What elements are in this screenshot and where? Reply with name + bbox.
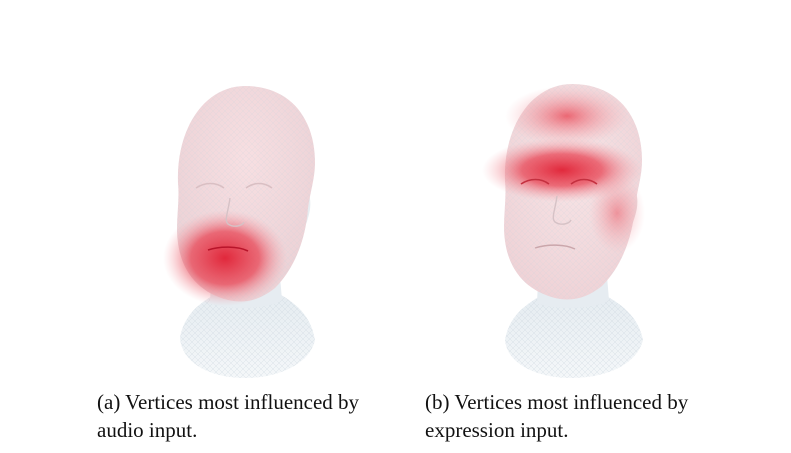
- head-mesh-expression: [482, 84, 645, 378]
- caption-a: (a) Vertices most influenced by audio in…: [97, 390, 360, 442]
- panel-a: (a) Vertices most influenced by audio in…: [0, 0, 395, 453]
- caption-b: (b) Vertices most influenced by expressi…: [425, 390, 689, 442]
- head-mesh-audio: [163, 86, 315, 378]
- panel-b: (b) Vertices most influenced by expressi…: [395, 0, 790, 453]
